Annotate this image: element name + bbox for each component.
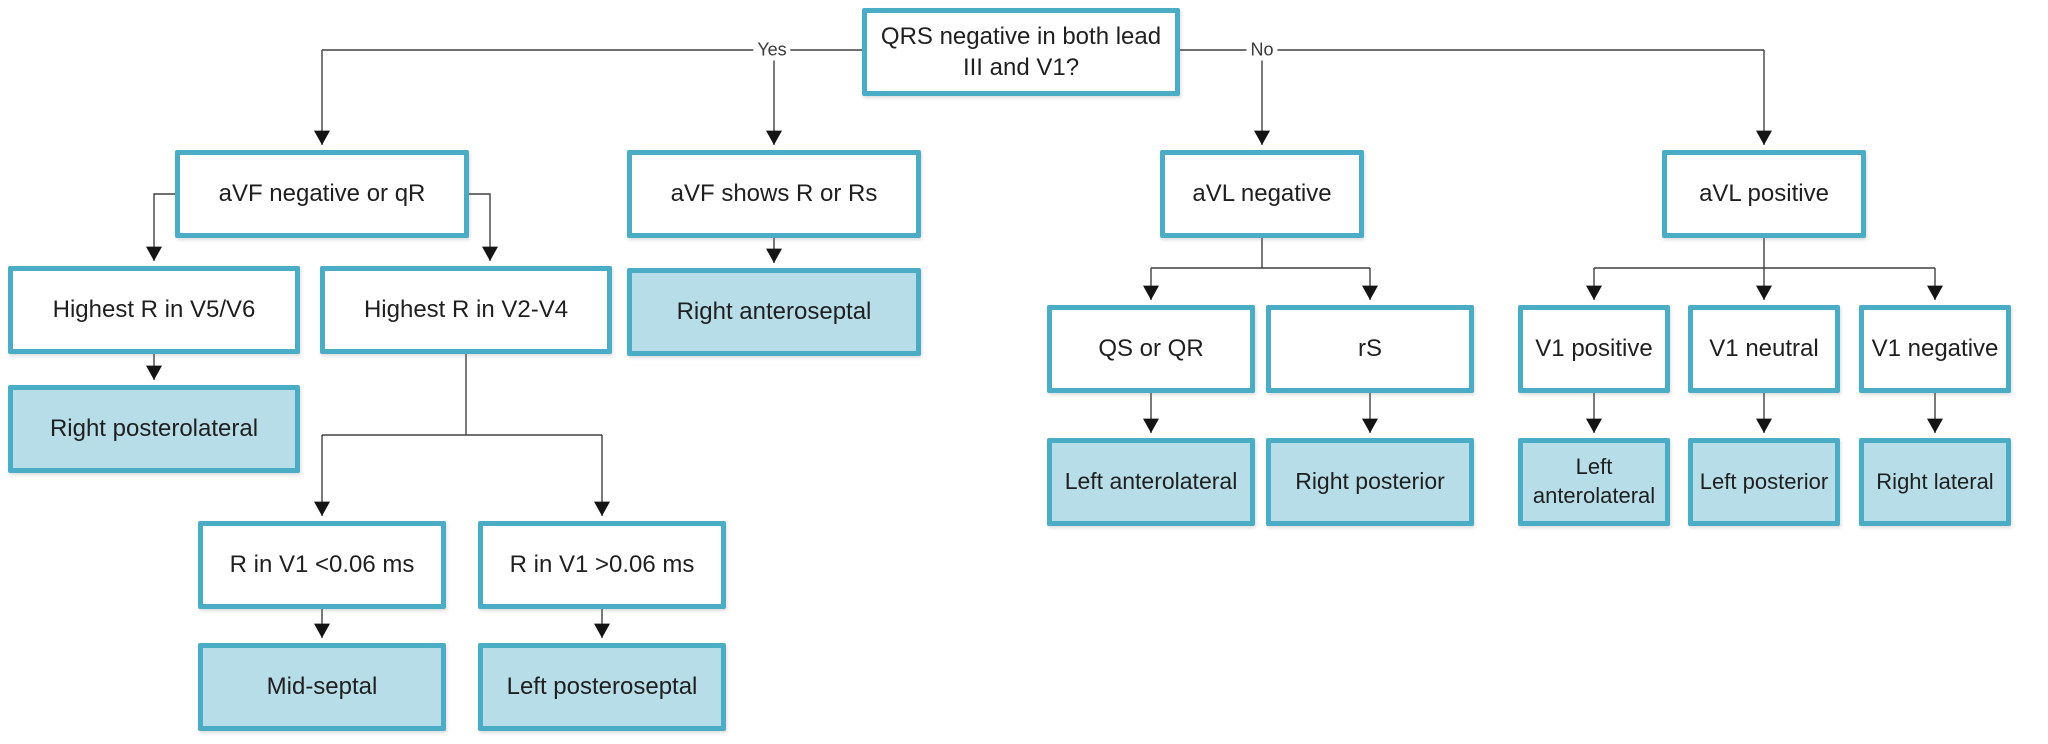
edge-avf-negative-to-v2v4 <box>469 193 498 261</box>
node-root-question: QRS negative in both lead III and V1? <box>862 8 1180 96</box>
node-highest-r-v5-v6: Highest R in V5/V6 <box>8 266 300 354</box>
node-mid-septal: Mid-septal <box>198 643 446 731</box>
node-avf-negative-or-qr: aVF negative or qR <box>175 150 469 238</box>
node-rs: rS <box>1266 305 1474 393</box>
split-avl-negative <box>1151 238 1370 269</box>
node-right-anteroseptal: Right anteroseptal <box>627 268 921 356</box>
node-r-in-v1-gt-006: R in V1 >0.06 ms <box>478 521 726 609</box>
node-right-lateral: Right lateral <box>1859 438 2011 526</box>
node-right-posterolateral: Right posterolateral <box>8 385 300 473</box>
node-avl-positive: aVL positive <box>1662 150 1866 238</box>
node-right-posterior: Right posterior <box>1266 438 1474 526</box>
node-left-anterolateral-1: Left anterolateral <box>1047 438 1255 526</box>
node-r-in-v1-lt-006: R in V1 <0.06 ms <box>198 521 446 609</box>
edge-label-no: No <box>1246 39 1278 61</box>
node-v1-neutral: V1 neutral <box>1688 305 1840 393</box>
node-left-posterior: Left posterior <box>1688 438 1840 526</box>
node-v1-positive: V1 positive <box>1518 305 1670 393</box>
split-v2v4 <box>322 354 602 436</box>
node-avf-shows-r-or-rs: aVF shows R or Rs <box>627 150 921 238</box>
split-avl-positive <box>1594 238 1935 269</box>
node-highest-r-v2-v4: Highest R in V2-V4 <box>320 266 612 354</box>
edge-avf-negative-to-v5v6 <box>146 193 175 261</box>
node-avl-negative: aVL negative <box>1160 150 1364 238</box>
node-v1-negative: V1 negative <box>1859 305 2011 393</box>
node-left-posteroseptal: Left posteroseptal <box>478 643 726 731</box>
node-left-anterolateral-2: Left anterolateral <box>1518 438 1670 526</box>
node-qs-or-qr: QS or QR <box>1047 305 1255 393</box>
edge-label-yes: Yes <box>753 39 791 61</box>
